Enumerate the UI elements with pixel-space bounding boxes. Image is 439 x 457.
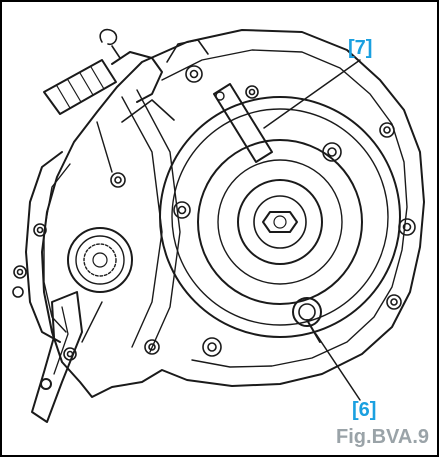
converter-housing-outer <box>159 96 401 338</box>
plug-6-shank <box>306 319 321 343</box>
hub-nut-bore <box>273 215 287 229</box>
mounting-arm <box>31 291 83 423</box>
arm-bolt <box>40 378 52 390</box>
differential-ring <box>75 235 125 285</box>
selector-linkage <box>166 39 209 63</box>
tool-7-pin <box>215 91 225 101</box>
wire-clip <box>99 28 121 59</box>
plug-6-head <box>298 303 316 321</box>
speed-sensor-ribs <box>56 66 105 109</box>
leader-line-6 <box>315 333 361 401</box>
hub-nut <box>262 211 298 233</box>
casing-rib <box>81 301 103 343</box>
differential-housing <box>67 227 133 293</box>
differential-bore <box>92 252 108 268</box>
tool-7-bar <box>213 83 273 163</box>
casing-rib <box>121 96 163 348</box>
casing-rib <box>136 89 181 353</box>
plug-6-boss <box>292 297 322 327</box>
sensor-bracket <box>111 51 163 103</box>
mounting-arm-inner <box>53 306 69 375</box>
housing-inner-rim <box>161 49 408 368</box>
figure-caption: Fig.BVA.9 <box>336 426 429 448</box>
converter-face-outer <box>197 139 363 305</box>
callout-part-7: [7] <box>348 37 373 59</box>
left-bulge-inner <box>43 163 71 333</box>
converter-housing-ring <box>171 108 389 326</box>
mounting-bosses <box>12 65 416 361</box>
selector-rod <box>121 99 175 123</box>
converter-hub <box>253 195 307 249</box>
speed-sensor-body <box>43 59 117 115</box>
converter-hub-ring <box>237 179 323 265</box>
housing-outline <box>41 29 425 398</box>
converter-face-ring <box>217 159 343 285</box>
left-bulge <box>25 151 63 343</box>
differential-gear <box>83 243 117 277</box>
leader-line-7 <box>263 59 361 129</box>
callout-part-6: [6] <box>352 399 377 421</box>
casing-rib <box>96 121 113 173</box>
